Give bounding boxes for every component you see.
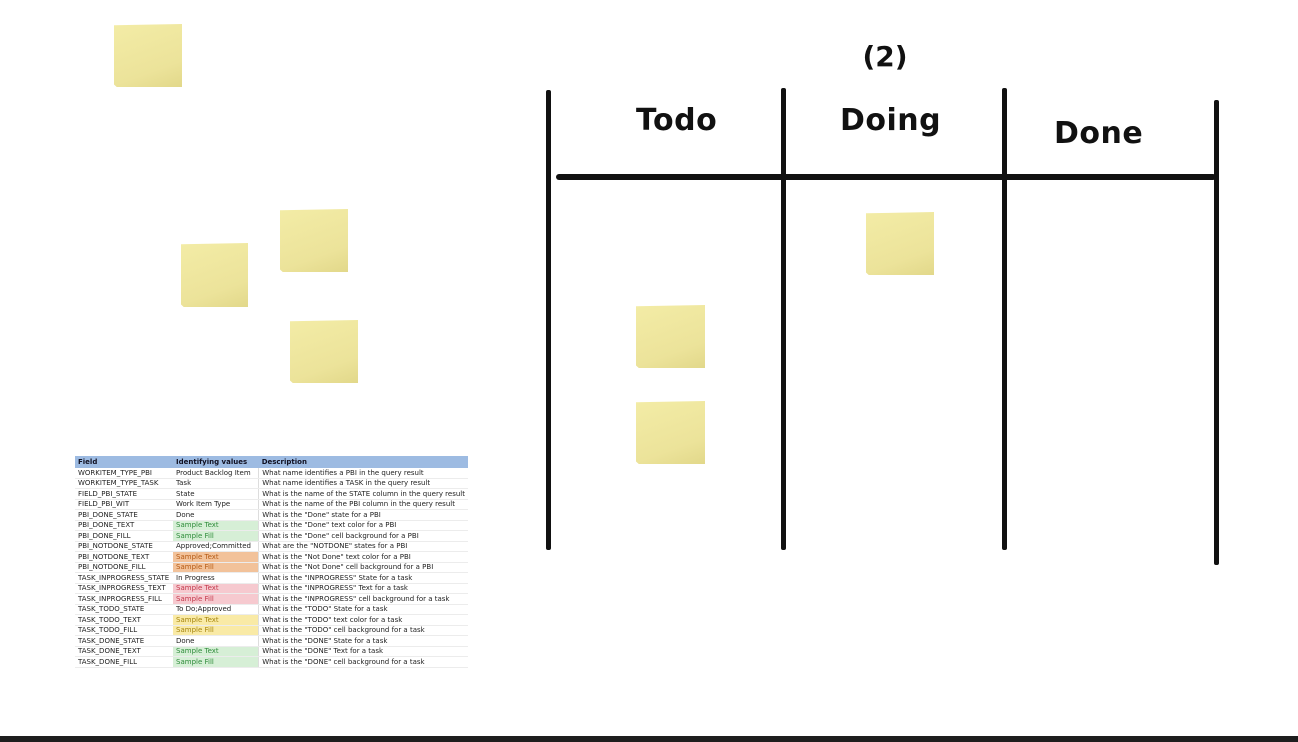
value-cell: To Do;Approved <box>173 604 260 615</box>
value-cell: Sample Text <box>173 551 260 563</box>
description-cell: What is the "TODO" State for a task <box>258 604 468 615</box>
sticky-note-todo[interactable] <box>636 401 705 464</box>
field-cell: WORKITEM_TYPE_TASK <box>75 478 174 489</box>
column-header-field: Field <box>75 456 174 468</box>
sticky-note[interactable] <box>290 320 358 383</box>
field-cell: TASK_INPROGRESS_STATE <box>75 572 174 584</box>
description-cell: What are the "NOTDONE" states for a PBI <box>258 541 468 552</box>
table-header-row: Field Identifying values Description <box>75 456 468 468</box>
description-cell: What is the "DONE" State for a task <box>258 635 468 647</box>
value-cell: In Progress <box>173 572 260 584</box>
description-cell: What is the "TODO" text color for a task <box>258 614 468 626</box>
value-cell: Sample Text <box>173 520 260 531</box>
bottom-bar <box>0 736 1298 742</box>
field-cell: FIELD_PBI_STATE <box>75 488 174 500</box>
sticky-note[interactable] <box>181 243 248 307</box>
value-cell: Sample Fill <box>173 593 260 605</box>
board-divider <box>1214 100 1219 565</box>
description-cell: What is the "DONE" cell background for a… <box>258 656 468 668</box>
value-cell: State <box>173 488 260 500</box>
value-cell: Done <box>173 635 260 647</box>
field-cell: TASK_DONE_TEXT <box>75 646 174 657</box>
value-cell: Approved;Committed <box>173 541 260 552</box>
board-divider <box>1002 88 1007 550</box>
sticky-note[interactable] <box>114 24 182 87</box>
description-cell: What is the name of the STATE column in … <box>258 488 468 500</box>
value-cell: Sample Text <box>173 646 260 657</box>
sticky-note-todo[interactable] <box>636 305 705 368</box>
column-header-todo: Todo <box>636 103 718 138</box>
description-cell: What name identifies a PBI in the query … <box>258 468 468 479</box>
board-title: (2) <box>862 40 908 73</box>
value-cell: Task <box>173 478 260 489</box>
column-header-done: Done <box>1054 116 1144 151</box>
field-cell: PBI_DONE_STATE <box>75 509 174 521</box>
column-header-description: Description <box>258 456 468 468</box>
board-divider <box>546 90 551 550</box>
description-cell: What is the name of the PBI column in th… <box>258 499 468 510</box>
value-cell: Sample Fill <box>173 530 260 542</box>
configuration-table: Field Identifying values Description WOR… <box>75 456 468 668</box>
description-cell: What is the "INPROGRESS" cell background… <box>258 593 468 605</box>
value-cell: Product Backlog Item <box>173 468 260 479</box>
value-cell: Work Item Type <box>173 499 260 510</box>
description-cell: What is the "INPROGRESS" State for a tas… <box>258 572 468 584</box>
description-cell: What is the "DONE" Text for a task <box>258 646 468 657</box>
column-header-identifying-values: Identifying values <box>173 456 259 468</box>
description-cell: What is the "Not Done" text color for a … <box>258 551 468 563</box>
value-cell: Sample Fill <box>173 656 260 668</box>
field-cell: TASK_INPROGRESS_FILL <box>75 593 174 605</box>
column-header-doing: Doing <box>840 103 942 138</box>
description-cell: What name identifies a TASK in the query… <box>258 478 468 489</box>
sticky-note[interactable] <box>280 209 348 272</box>
field-cell: WORKITEM_TYPE_PBI <box>75 468 174 479</box>
field-cell: TASK_TODO_FILL <box>75 625 174 636</box>
description-cell: What is the "Done" text color for a PBI <box>258 520 468 531</box>
field-cell: PBI_DONE_FILL <box>75 530 174 542</box>
description-cell: What is the "Done" state for a PBI <box>258 509 468 521</box>
field-cell: TASK_DONE_FILL <box>75 656 174 668</box>
value-cell: Sample Fill <box>173 562 260 573</box>
field-cell: TASK_TODO_TEXT <box>75 614 174 626</box>
field-cell: PBI_NOTDONE_FILL <box>75 562 174 573</box>
field-cell: TASK_INPROGRESS_TEXT <box>75 583 174 594</box>
value-cell: Sample Text <box>173 614 260 626</box>
field-cell: PBI_DONE_TEXT <box>75 520 174 531</box>
board-divider <box>781 88 786 550</box>
description-cell: What is the "Not Done" cell background f… <box>258 562 468 573</box>
description-cell: What is the "INPROGRESS" Text for a task <box>258 583 468 594</box>
field-cell: TASK_DONE_STATE <box>75 635 174 647</box>
description-cell: What is the "TODO" cell background for a… <box>258 625 468 636</box>
description-cell: What is the "Done" cell background for a… <box>258 530 468 542</box>
value-cell: Sample Fill <box>173 625 260 636</box>
field-cell: FIELD_PBI_WIT <box>75 499 174 510</box>
board-header-rule <box>556 174 1216 180</box>
field-cell: TASK_TODO_STATE <box>75 604 174 615</box>
value-cell: Sample Text <box>173 583 260 594</box>
field-cell: PBI_NOTDONE_STATE <box>75 541 174 552</box>
sticky-note-doing[interactable] <box>866 212 934 275</box>
field-cell: PBI_NOTDONE_TEXT <box>75 551 174 563</box>
value-cell: Done <box>173 509 260 521</box>
